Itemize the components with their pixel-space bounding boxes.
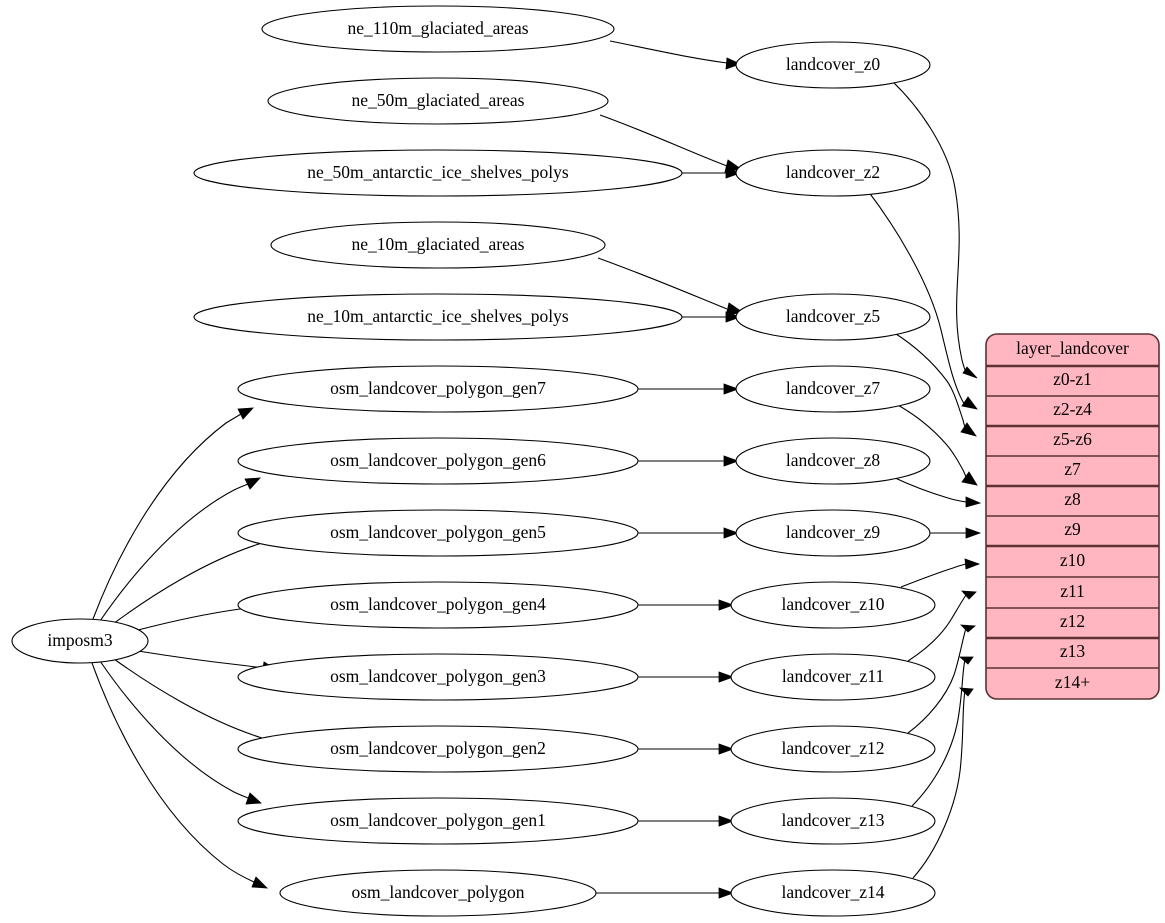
node-osm-landcover-polygon-gen6[interactable]: osm_landcover_polygon_gen6 xyxy=(237,437,639,485)
edge-ne110m-to-z0 xyxy=(609,40,742,70)
node-ne-10m-glaciated-areas-label: ne_10m_glaciated_areas xyxy=(352,234,525,254)
node-osm-landcover-polygon-gen5[interactable]: osm_landcover_polygon_gen5 xyxy=(237,509,639,557)
node-osm-landcover-polygon-gen3[interactable]: osm_landcover_polygon_gen3 xyxy=(237,653,639,701)
edge-z11-to-row-z11 xyxy=(907,590,977,662)
layer-table-row-z10[interactable]: z10 xyxy=(1060,550,1086,570)
edge-gen2-to-z12 xyxy=(638,743,735,755)
node-ne-10m-antarctic-ice-shelves-polys[interactable]: ne_10m_antarctic_ice_shelves_polys xyxy=(193,293,683,341)
node-osm-landcover-polygon-gen6-label: osm_landcover_polygon_gen6 xyxy=(330,450,546,470)
edge-gen3-to-z11 xyxy=(638,671,735,683)
edge-z13-to-row-z13 xyxy=(911,656,974,807)
edge-z8-to-row-z8 xyxy=(892,476,982,508)
node-ne-10m-antarctic-ice-shelves-polys-label: ne_10m_antarctic_ice_shelves_polys xyxy=(307,306,569,326)
node-landcover-z9-label: landcover_z9 xyxy=(786,522,881,542)
node-ne-50m-antarctic-ice-shelves-polys[interactable]: ne_50m_antarctic_ice_shelves_polys xyxy=(193,149,683,197)
node-landcover-z8-label: landcover_z8 xyxy=(786,450,881,470)
edge-ne10mant-to-z5 xyxy=(682,311,742,323)
node-osm-landcover-polygon-gen2[interactable]: osm_landcover_polygon_gen2 xyxy=(237,725,639,773)
layer-table-row-z13[interactable]: z13 xyxy=(1060,641,1086,661)
edge-z2-to-row-z2z4 xyxy=(867,190,978,410)
layer-table-row-z11[interactable]: z11 xyxy=(1060,581,1085,601)
edge-z0-to-row-z0z1 xyxy=(892,81,978,379)
node-landcover-z0-label: landcover_z0 xyxy=(786,54,881,74)
node-landcover-z0[interactable]: landcover_z0 xyxy=(735,41,931,89)
node-osm-landcover-polygon-gen2-label: osm_landcover_polygon_gen2 xyxy=(330,738,546,758)
node-ne-50m-glaciated-areas[interactable]: ne_50m_glaciated_areas xyxy=(267,77,609,125)
node-ne-50m-antarctic-ice-shelves-polys-label: ne_50m_antarctic_ice_shelves_polys xyxy=(307,162,569,182)
edge-imposm3-to-polygon xyxy=(91,662,269,889)
node-osm-landcover-polygon-gen7[interactable]: osm_landcover_polygon_gen7 xyxy=(237,365,639,413)
layer-table-row-z5-z6[interactable]: z5-z6 xyxy=(1053,429,1092,449)
node-landcover-z12[interactable]: landcover_z12 xyxy=(730,725,936,773)
node-osm-landcover-polygon-gen7-label: osm_landcover_polygon_gen7 xyxy=(330,378,546,398)
edge-z14-to-row-z14plus xyxy=(912,687,974,879)
node-landcover-z10-label: landcover_z10 xyxy=(781,594,884,614)
node-osm-landcover-polygon-gen4[interactable]: osm_landcover_polygon_gen4 xyxy=(237,581,639,629)
node-osm-landcover-polygon-gen5-label: osm_landcover_polygon_gen5 xyxy=(330,522,546,542)
layer-table-row-z2-z4[interactable]: z2-z4 xyxy=(1053,399,1092,419)
node-landcover-z10[interactable]: landcover_z10 xyxy=(730,581,936,629)
node-osm-landcover-polygon-gen1-label: osm_landcover_polygon_gen1 xyxy=(330,810,546,830)
edge-gen5-to-z9 xyxy=(638,527,740,539)
node-ne-10m-glaciated-areas[interactable]: ne_10m_glaciated_areas xyxy=(270,221,606,269)
edge-imposm3-to-gen1 xyxy=(99,660,262,805)
edge-polygon-to-z14 xyxy=(596,887,735,899)
layer-table-row-z14-plus[interactable]: z14+ xyxy=(1055,672,1090,692)
node-imposm3[interactable]: imposm3 xyxy=(11,618,149,664)
layer-table-row-z12[interactable]: z12 xyxy=(1060,611,1085,631)
node-imposm3-label: imposm3 xyxy=(47,630,112,650)
edge-z5-to-row-z5z6 xyxy=(892,331,977,437)
edge-gen1-to-z13 xyxy=(638,815,735,827)
edge-gen4-to-z10 xyxy=(638,599,735,611)
node-osm-landcover-polygon-label: osm_landcover_polygon xyxy=(351,882,524,902)
node-landcover-z14[interactable]: landcover_z14 xyxy=(730,869,936,917)
node-ne-50m-glaciated-areas-label: ne_50m_glaciated_areas xyxy=(352,90,525,110)
node-landcover-z13-label: landcover_z13 xyxy=(781,810,884,830)
node-osm-landcover-polygon-gen3-label: osm_landcover_polygon_gen3 xyxy=(330,666,546,686)
layer-table-header-label: layer_landcover xyxy=(1016,338,1129,358)
edge-z9-to-row-z9 xyxy=(930,527,982,539)
node-landcover-z11[interactable]: landcover_z11 xyxy=(730,653,936,701)
layer-table-row-z8[interactable]: z8 xyxy=(1064,489,1081,509)
edge-imposm3-to-gen6 xyxy=(99,477,261,622)
node-landcover-z5-label: landcover_z5 xyxy=(786,306,881,326)
edge-z12-to-row-z12 xyxy=(907,624,976,734)
node-landcover-z11-label: landcover_z11 xyxy=(782,666,884,686)
node-landcover-z2[interactable]: landcover_z2 xyxy=(735,149,931,197)
node-ne-110m-glaciated-areas[interactable]: ne_110m_glaciated_areas xyxy=(261,5,615,53)
node-landcover-z2-label: landcover_z2 xyxy=(786,162,880,182)
edge-z7-to-row-z7 xyxy=(895,403,978,486)
node-osm-landcover-polygon[interactable]: osm_landcover_polygon xyxy=(279,869,597,917)
node-landcover-z5[interactable]: landcover_z5 xyxy=(735,293,931,341)
edge-ne50mant-to-z2 xyxy=(682,167,742,179)
node-landcover-z7-label: landcover_z7 xyxy=(786,378,881,398)
node-osm-landcover-polygon-gen4-label: osm_landcover_polygon_gen4 xyxy=(330,594,546,614)
node-landcover-z13[interactable]: landcover_z13 xyxy=(730,797,936,845)
node-landcover-z12-label: landcover_z12 xyxy=(781,738,884,758)
node-landcover-z8[interactable]: landcover_z8 xyxy=(735,437,931,485)
layer-table-row-z7[interactable]: z7 xyxy=(1064,459,1081,479)
edge-gen6-to-z8 xyxy=(638,455,740,467)
node-landcover-z7[interactable]: landcover_z7 xyxy=(735,365,931,413)
layer-landcover-table[interactable]: layer_landcover z0-z1 z2-z4 z5-z6 z7 z8 … xyxy=(985,333,1160,700)
node-osm-landcover-polygon-gen1[interactable]: osm_landcover_polygon_gen1 xyxy=(237,797,639,845)
layer-table-row-z9[interactable]: z9 xyxy=(1064,519,1081,539)
node-ne-110m-glaciated-areas-label: ne_110m_glaciated_areas xyxy=(347,18,528,38)
edge-gen7-to-z7 xyxy=(638,383,740,395)
edge-z10-to-row-z10 xyxy=(900,558,981,588)
node-landcover-z9[interactable]: landcover_z9 xyxy=(735,509,931,557)
node-landcover-z14-label: landcover_z14 xyxy=(781,882,884,902)
edge-imposm3-to-gen7 xyxy=(92,407,254,620)
layer-table-row-z0-z1[interactable]: z0-z1 xyxy=(1053,369,1092,389)
